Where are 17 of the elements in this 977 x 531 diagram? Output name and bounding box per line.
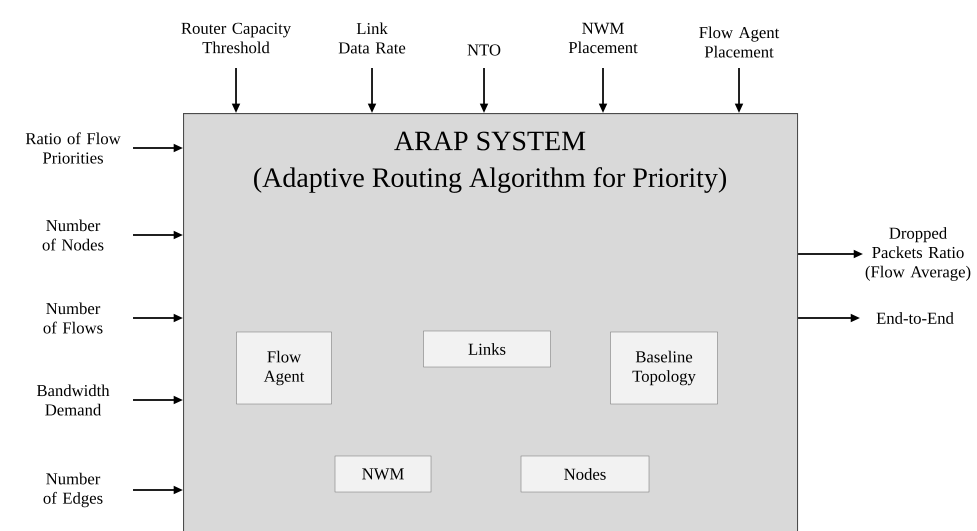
output-label: End-to-End (876, 312, 954, 324)
input-label: Link Data Rate (338, 22, 406, 54)
input-label: Router Capacity Threshold (181, 22, 292, 54)
input-label: Flow Agent Placement (699, 26, 780, 58)
input-label: NWM Placement (568, 22, 638, 54)
input-label: Number of Flows (44, 302, 102, 334)
component-box: Nodes (520, 456, 650, 492)
component-box: Links (423, 330, 551, 368)
output-label: Dropped Packets Ratio (Flow Average) (866, 227, 970, 281)
component-box: Baseline Topology (610, 332, 718, 404)
input-label: Number of Edges (44, 472, 102, 508)
input-label: Ratio of Flow Priorities (26, 132, 121, 164)
input-label: NTO (468, 44, 500, 56)
component-box: NWM (334, 456, 432, 492)
component-box: Flow Agent (236, 332, 332, 404)
input-label: Number of Nodes (42, 219, 104, 251)
input-label: Bandwidth Demand (36, 384, 110, 416)
